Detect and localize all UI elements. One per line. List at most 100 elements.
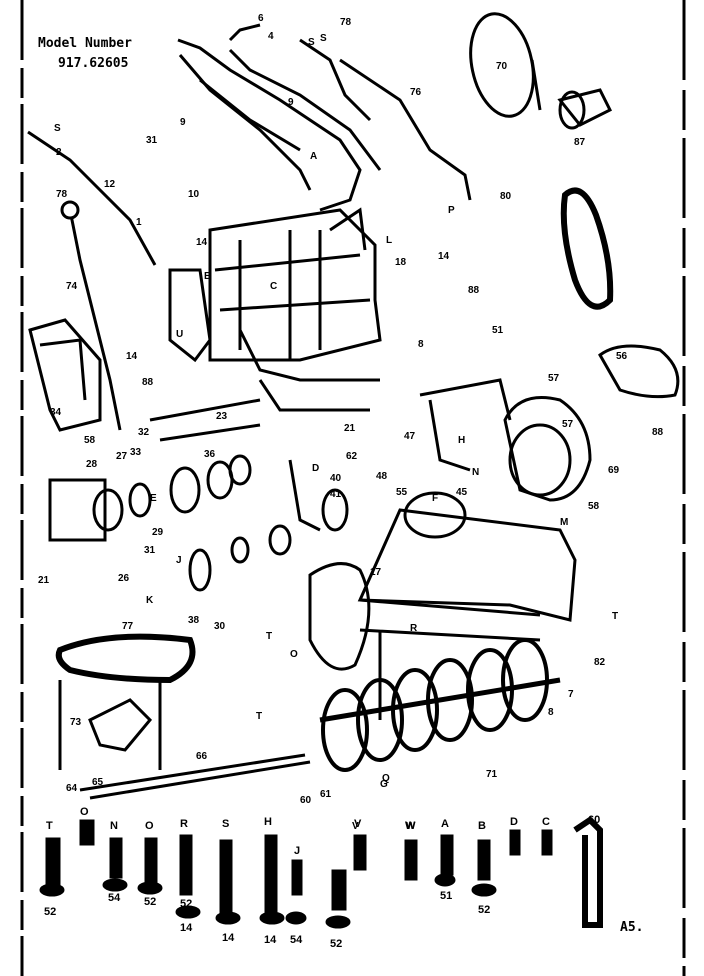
callout: 14: [126, 351, 138, 362]
hardware-letter: O: [145, 820, 154, 832]
callout: 88: [142, 377, 154, 388]
assembly-tag: T: [266, 631, 273, 642]
assembly-tag: U: [176, 329, 184, 340]
hardware-letter: T: [46, 820, 53, 832]
callout: 62: [346, 451, 358, 462]
detail-inset: [58, 680, 162, 770]
callout: 60: [300, 795, 312, 806]
callout: 18: [395, 257, 407, 268]
model-number-value: 917.62605: [58, 56, 129, 71]
callout: 29: [152, 527, 164, 538]
callout: 57: [548, 373, 560, 384]
hardware-letter: N: [110, 820, 118, 832]
callout: 56: [616, 351, 628, 362]
callout: 6: [258, 13, 264, 24]
callout: 70: [496, 61, 508, 72]
callout: 78: [56, 189, 68, 200]
callout: T: [256, 711, 263, 722]
callout: 73: [70, 717, 82, 728]
callout: 27: [116, 451, 128, 462]
page-tag: A5.: [620, 920, 644, 935]
callout: 28: [86, 459, 98, 470]
hardware-letter: V: [354, 818, 362, 830]
hardware-number: 52: [44, 906, 57, 918]
callout: 30: [214, 621, 226, 632]
assembly-tag: D: [312, 463, 320, 474]
callout: 82: [594, 657, 606, 668]
callout: 51: [492, 325, 504, 336]
hardware-letter: D: [510, 816, 518, 828]
left-side-plate: [28, 318, 102, 432]
callout: 76: [410, 87, 422, 98]
callout: 74: [66, 281, 78, 292]
callout: 64: [66, 783, 78, 794]
callout: 45: [456, 487, 468, 498]
auger-spirals: [319, 638, 561, 772]
hardware-letter: B: [478, 820, 486, 832]
callout: 69: [608, 465, 620, 476]
callout: S: [320, 33, 327, 44]
callout: 88: [468, 285, 480, 296]
callout: 34: [50, 407, 62, 418]
assembly-tag: N: [472, 467, 480, 478]
callout: 12: [104, 179, 116, 190]
hardware-number: 14: [180, 922, 193, 934]
callout: 14: [438, 251, 450, 262]
callout: S: [54, 123, 61, 134]
assembly-tag: J: [176, 555, 182, 566]
drive-belt-upper: [469, 12, 614, 310]
callout: 48: [376, 471, 388, 482]
assembly-tag: A: [310, 151, 318, 162]
callout: 58: [84, 435, 96, 446]
callout: 1: [136, 217, 142, 228]
hardware-letter: J: [294, 845, 301, 857]
hardware-number: 52: [180, 898, 193, 910]
callout: 47: [404, 431, 416, 442]
hardware-letter: W: [405, 820, 416, 832]
callout: 33: [130, 447, 142, 458]
hardware-letter: O: [80, 806, 89, 818]
assembly-tag: K: [146, 595, 154, 606]
callout: 31: [146, 135, 158, 146]
callout: 32: [138, 427, 150, 438]
hardware-number: 14: [222, 932, 235, 944]
callout: T: [612, 611, 619, 622]
gear-train: [48, 398, 349, 592]
callout: 8: [548, 707, 554, 718]
assembly-tag: F: [432, 493, 439, 504]
assembly-tag: L: [386, 235, 393, 246]
callout: 8: [418, 339, 424, 350]
model-number-label: Model Number: [38, 36, 132, 51]
callout: 14: [196, 237, 208, 248]
callout: 9: [288, 97, 294, 108]
callout: 38: [188, 615, 200, 626]
callout: 4: [268, 31, 274, 42]
page-borders: [20, 0, 686, 976]
callout: 80: [500, 191, 512, 202]
assembly-tag: R: [410, 623, 418, 634]
hardware-number: 52: [144, 896, 157, 908]
auger-shaft: [79, 753, 311, 800]
callout: 77: [122, 621, 134, 632]
hardware-letter: A: [441, 818, 449, 830]
assembly-tag: E: [150, 493, 157, 504]
callout: 23: [216, 411, 228, 422]
callout: 87: [574, 137, 586, 148]
hardware-letter: H: [264, 816, 272, 828]
callout: 88: [652, 427, 664, 438]
callout: 66: [196, 751, 208, 762]
callout: 21: [344, 423, 356, 434]
assembly-tag: V: [352, 821, 359, 832]
assembly-tag: M: [560, 517, 569, 528]
hardware-letter: R: [180, 818, 188, 830]
assembly-tag: G: [380, 779, 388, 790]
hardware-number: 52: [330, 938, 343, 950]
callout: 17: [370, 567, 382, 578]
hardware-number: 14: [264, 934, 277, 946]
assembly-tag: Q: [382, 773, 390, 784]
callout: 55: [396, 487, 408, 498]
hardware-row: [39, 816, 603, 929]
hardware-number: 52: [478, 904, 491, 916]
callout: 61: [320, 789, 332, 800]
